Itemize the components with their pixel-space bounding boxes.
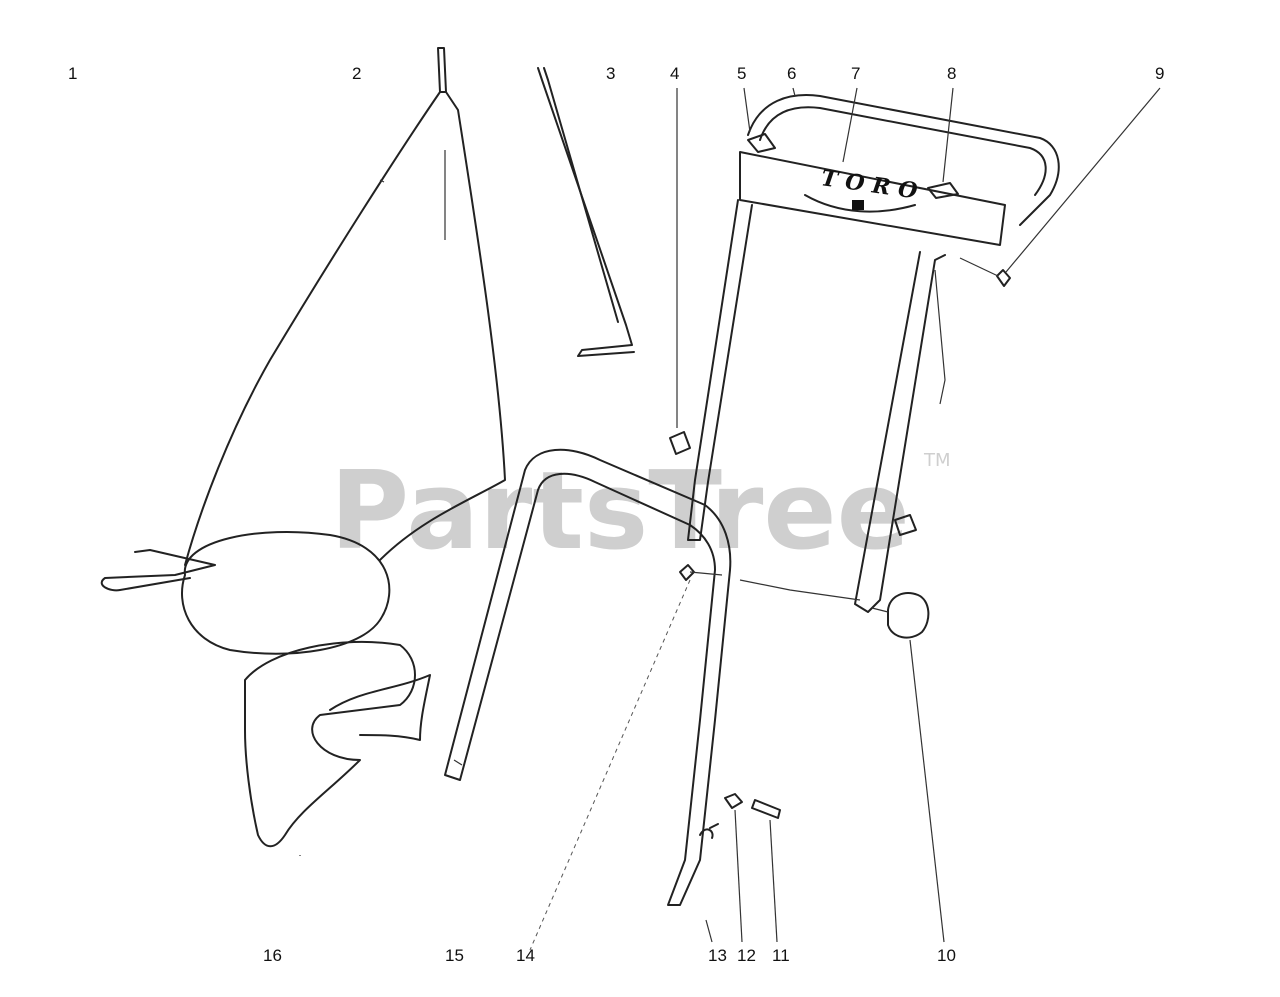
bushing-drawing <box>669 431 691 455</box>
leader-lines <box>299 87 1161 943</box>
toro-logo-text: TORO <box>819 165 927 205</box>
spring-bolt-drawing <box>529 564 723 951</box>
part-number-4: 4 <box>670 64 679 83</box>
part-number-14: 14 <box>516 946 535 965</box>
part-number-3: 3 <box>606 64 615 83</box>
nut-drawing <box>724 793 743 809</box>
part-number-8: 8 <box>947 64 956 83</box>
part-number-11: 11 <box>772 946 790 965</box>
watermark-trademark: TM <box>923 450 951 471</box>
knob-drawing <box>739 579 930 639</box>
pin-drawing <box>699 823 719 839</box>
rod-drawing <box>537 67 635 357</box>
upper-handle-drawing: TORO <box>687 94 1060 613</box>
part-number-16: 16 <box>263 946 282 965</box>
part-number-15: 15 <box>445 946 464 965</box>
part-number-7: 7 <box>851 64 860 83</box>
part-number-1: 1 <box>68 64 77 83</box>
part-number-12: 12 <box>737 946 756 965</box>
part-number-5: 5 <box>737 64 746 83</box>
part-number-2: 2 <box>352 64 361 83</box>
watermark-text: PartsTree <box>330 449 910 574</box>
part-number-9: 9 <box>1155 64 1164 83</box>
lower-handle-drawing <box>444 448 732 906</box>
part-number-13: 13 <box>708 946 727 965</box>
screw-drawing <box>959 257 1011 287</box>
grass-bag-drawing <box>100 47 506 848</box>
part-number-6: 6 <box>787 64 796 83</box>
part-number-10: 10 <box>937 946 956 965</box>
bolt-drawing <box>751 799 781 819</box>
bushing-small-drawing <box>894 514 917 536</box>
